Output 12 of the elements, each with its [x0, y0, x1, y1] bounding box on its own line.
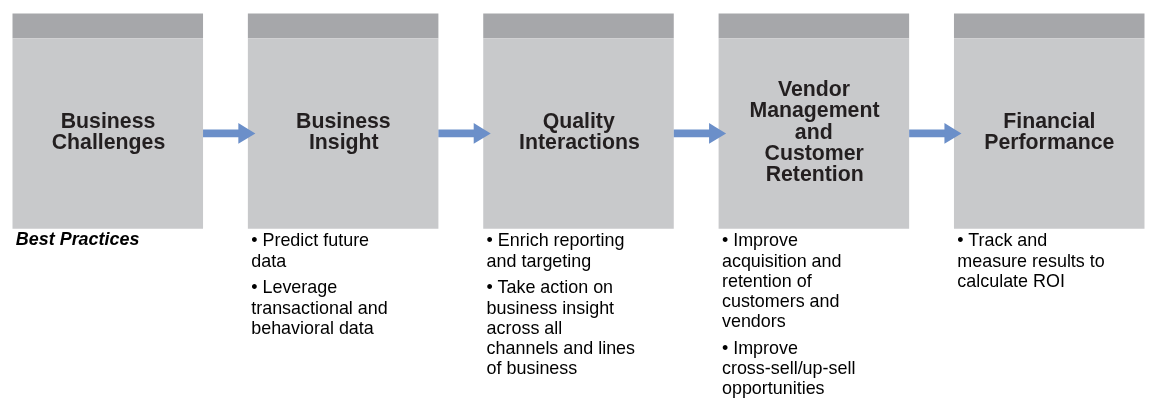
node-label: • Track and measure results to calculate ROI — [957, 229, 1105, 291]
arrow — [673, 122, 727, 144]
node-label: • Predict future data — [251, 229, 370, 271]
node-label: • Take action on business insight across all channels and lines of business — [486, 276, 636, 378]
arrow — [438, 122, 491, 144]
node-label: • Improve acquisition and retention of customers and vendors — [721, 229, 842, 331]
node-label: • Leverage transactional and behavioral data — [251, 276, 388, 338]
arrow — [909, 122, 962, 144]
node-label: • Improve cross-sell/up-sell opportunities — [721, 337, 856, 398]
node-label: Best Practices — [15, 228, 140, 249]
arrow — [203, 122, 256, 144]
node-label: • Enrich reporting and targeting — [486, 229, 625, 271]
